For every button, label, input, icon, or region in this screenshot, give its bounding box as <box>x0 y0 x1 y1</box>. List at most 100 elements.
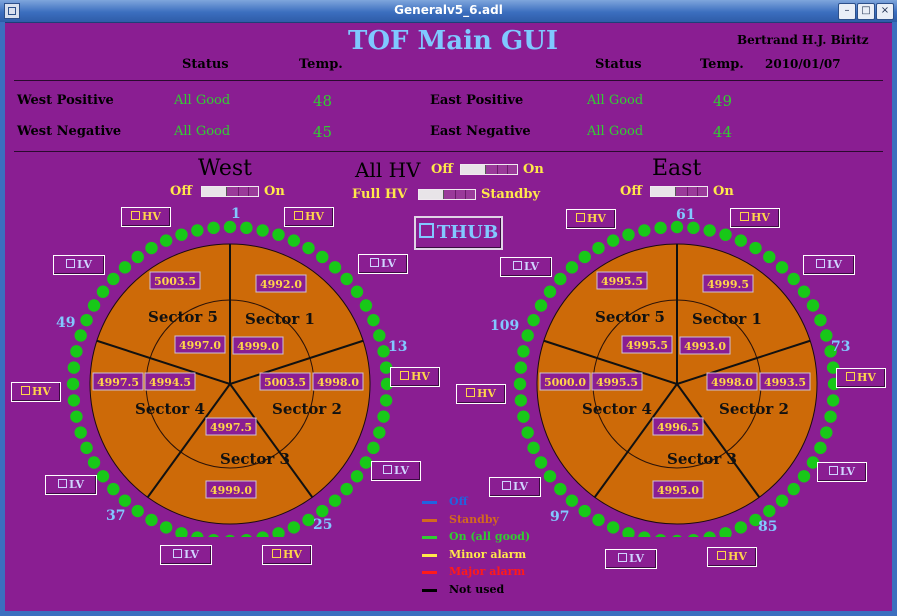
east-tray-indicator[interactable] <box>514 394 528 407</box>
east-tray-indicator[interactable] <box>775 261 789 274</box>
west-tray-indicator[interactable] <box>207 221 220 235</box>
east-sector5-hv-button[interactable]: HV <box>566 209 616 229</box>
east-tray-indicator[interactable] <box>703 531 716 537</box>
east-tray-indicator[interactable] <box>592 513 605 527</box>
west-onoff-slider[interactable] <box>201 186 259 197</box>
east-tray-indicator[interactable] <box>719 228 732 241</box>
west-tray-indicator[interactable] <box>256 224 269 237</box>
east-tray-indicator[interactable] <box>797 470 811 483</box>
west-tray-indicator[interactable] <box>159 234 173 247</box>
west-tray-indicator[interactable] <box>328 494 342 507</box>
west-sector3-lv-button[interactable]: LV <box>160 545 212 565</box>
west-sector2-lv-button[interactable]: LV <box>371 461 421 481</box>
east-tray-indicator[interactable] <box>521 329 534 342</box>
west-tray-indicator[interactable] <box>359 456 373 469</box>
east-sector5-lv-button[interactable]: LV <box>500 257 552 277</box>
east-sector1-hv-button[interactable]: HV <box>730 208 780 228</box>
west-tray-indicator[interactable] <box>191 531 204 537</box>
west-tray-indicator[interactable] <box>159 521 173 534</box>
west-tray-indicator[interactable] <box>223 220 237 234</box>
west-sector5-lv-button[interactable]: LV <box>53 255 105 275</box>
west-tray-indicator[interactable] <box>70 345 83 358</box>
west-tray-indicator[interactable] <box>67 361 81 374</box>
west-tray-indicator[interactable] <box>240 221 253 235</box>
east-tray-indicator[interactable] <box>820 329 833 342</box>
east-tray-indicator[interactable] <box>565 261 579 274</box>
west-tray-indicator[interactable] <box>350 470 364 483</box>
east-tray-indicator[interactable] <box>671 534 683 537</box>
minimize-button[interactable]: – <box>838 3 856 20</box>
east-sector2-hv-button[interactable]: HV <box>836 368 886 388</box>
east-tray-indicator[interactable] <box>775 494 789 507</box>
west-sector4-lv-button[interactable]: LV <box>45 475 97 495</box>
east-tray-indicator[interactable] <box>543 470 557 483</box>
west-tray-indicator[interactable] <box>302 513 315 527</box>
east-sector3-lv-button[interactable]: LV <box>605 549 657 569</box>
west-tray-indicator[interactable] <box>74 426 87 439</box>
east-tray-indicator[interactable] <box>606 234 620 247</box>
west-tray-indicator[interactable] <box>379 361 393 374</box>
west-tray-indicator[interactable] <box>66 377 80 391</box>
east-tray-indicator[interactable] <box>565 494 579 507</box>
west-tray-indicator[interactable] <box>107 272 120 286</box>
east-tray-indicator[interactable] <box>606 521 620 534</box>
west-tray-indicator[interactable] <box>377 345 390 358</box>
west-tray-indicator[interactable] <box>316 250 329 264</box>
west-tray-indicator[interactable] <box>340 482 353 496</box>
east-tray-indicator[interactable] <box>513 377 527 391</box>
east-tray-indicator[interactable] <box>806 299 820 312</box>
east-tray-indicator[interactable] <box>703 224 716 237</box>
east-tray-indicator[interactable] <box>514 361 528 374</box>
east-tray-indicator[interactable] <box>534 299 548 312</box>
east-tray-indicator[interactable] <box>763 504 776 518</box>
west-tray-indicator[interactable] <box>207 533 219 537</box>
east-tray-indicator[interactable] <box>824 410 837 423</box>
east-tray-indicator[interactable] <box>734 521 748 534</box>
west-tray-indicator[interactable] <box>328 261 342 274</box>
west-tray-indicator[interactable] <box>175 228 188 241</box>
west-tray-indicator[interactable] <box>74 329 87 342</box>
west-tray-indicator[interactable] <box>359 299 373 312</box>
west-sector1-hv-button[interactable]: HV <box>284 207 334 227</box>
east-tray-indicator[interactable] <box>749 513 762 527</box>
west-tray-indicator[interactable] <box>287 521 301 534</box>
west-tray-indicator[interactable] <box>131 504 144 518</box>
west-tray-indicator[interactable] <box>118 261 132 274</box>
east-tray-indicator[interactable] <box>527 313 540 327</box>
east-tray-indicator[interactable] <box>719 527 732 537</box>
maximize-button[interactable]: □ <box>857 3 875 20</box>
east-sector4-lv-button[interactable]: LV <box>489 477 541 497</box>
west-sector4-hv-button[interactable]: HV <box>11 382 61 402</box>
east-sector4-hv-button[interactable]: HV <box>456 384 506 404</box>
east-tray-indicator[interactable] <box>521 426 534 439</box>
west-sector5-hv-button[interactable]: HV <box>121 207 171 227</box>
west-tray-indicator[interactable] <box>272 527 285 537</box>
west-tray-indicator[interactable] <box>340 272 353 286</box>
west-tray-indicator[interactable] <box>316 504 329 518</box>
east-tray-indicator[interactable] <box>622 228 635 241</box>
west-tray-indicator[interactable] <box>302 241 315 255</box>
west-tray-indicator[interactable] <box>373 329 386 342</box>
west-tray-indicator[interactable] <box>240 533 252 537</box>
west-tray-indicator[interactable] <box>287 234 301 247</box>
east-tray-indicator[interactable] <box>814 313 827 327</box>
east-tray-indicator[interactable] <box>638 531 651 537</box>
west-tray-indicator[interactable] <box>367 313 380 327</box>
west-tray-indicator[interactable] <box>350 285 364 298</box>
east-tray-indicator[interactable] <box>592 241 605 255</box>
thub-button[interactable]: THUB <box>414 216 503 250</box>
east-tray-indicator[interactable] <box>787 482 800 496</box>
west-tray-indicator[interactable] <box>87 299 101 312</box>
west-tray-indicator[interactable] <box>272 228 285 241</box>
east-tray-indicator[interactable] <box>517 410 530 423</box>
east-tray-indicator[interactable] <box>554 482 567 496</box>
east-sector2-lv-button[interactable]: LV <box>817 462 867 482</box>
west-tray-indicator[interactable] <box>118 494 132 507</box>
east-tray-indicator[interactable] <box>654 221 667 235</box>
west-tray-indicator[interactable] <box>145 513 158 527</box>
west-tray-indicator[interactable] <box>96 470 110 483</box>
east-tray-indicator[interactable] <box>763 250 776 264</box>
window-menu-icon[interactable] <box>4 3 20 19</box>
east-onoff-slider[interactable] <box>650 186 708 197</box>
east-tray-indicator[interactable] <box>806 456 820 469</box>
